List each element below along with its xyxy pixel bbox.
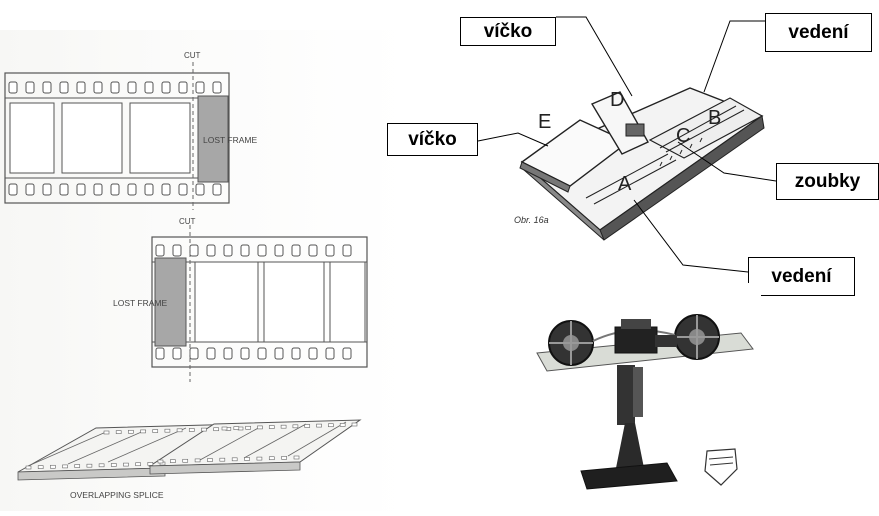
- leader-vicko-top: [556, 17, 632, 96]
- leader-vedeni-top: [704, 21, 765, 92]
- badge-icon: [705, 449, 737, 485]
- leader-vicko-left: [478, 133, 548, 146]
- callout-vedeni-bottom: vedení: [748, 257, 855, 296]
- leader-zoubky: [678, 142, 776, 181]
- splicer-photo: [521, 283, 761, 498]
- callout-vicko-left: víčko: [387, 123, 478, 156]
- callout-vedeni-top: vedení: [765, 13, 872, 52]
- callout-zoubky: zoubky: [776, 163, 879, 200]
- leader-vedeni-bottom: [634, 200, 748, 272]
- callout-vicko-top: víčko: [460, 17, 556, 46]
